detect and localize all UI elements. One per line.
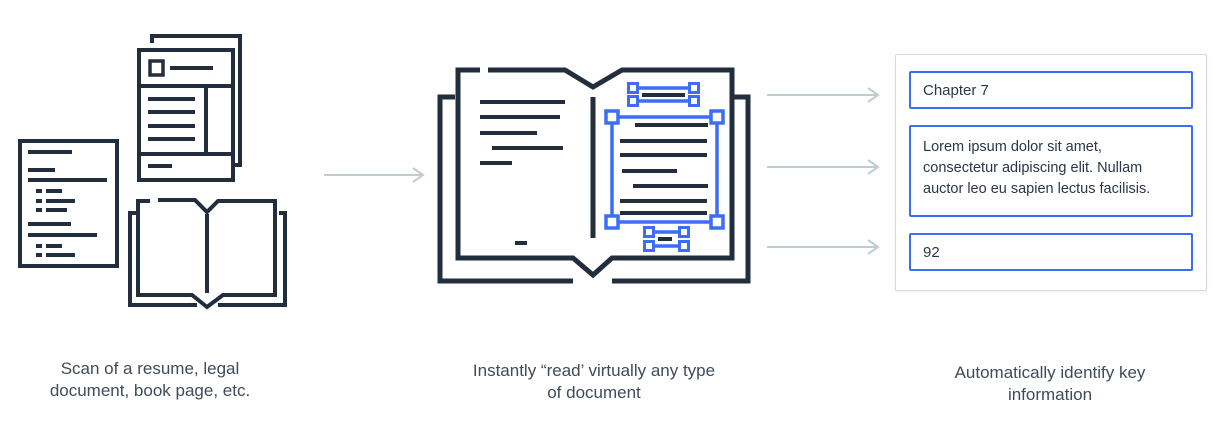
result-field-paragraph: Lorem ipsum dolor sit amet, consectetur … <box>909 125 1193 217</box>
arrow-right-icon <box>324 167 425 183</box>
open-book-scan-icon <box>437 67 751 284</box>
spacer <box>909 109 1193 125</box>
result-field-chapter: Chapter 7 <box>909 71 1193 109</box>
stage2-caption: Instantly “read’ virtually any type of d… <box>472 361 716 403</box>
legal-document-icon <box>18 139 119 268</box>
stage1-caption: Scan of a resume, legal document, book p… <box>49 359 251 401</box>
result-field-page-number: 92 <box>909 233 1193 271</box>
spacer <box>909 217 1193 233</box>
arrow-right-icon <box>767 159 880 175</box>
line-selection-top <box>627 82 700 107</box>
open-book-icon <box>128 198 287 310</box>
source-documents-icons <box>18 34 287 310</box>
arrow-right-icon <box>767 239 880 255</box>
stage3-caption: Automatically identify key information <box>954 363 1146 405</box>
results-panel: Chapter 7 Lorem ipsum dolor sit amet, co… <box>895 54 1207 291</box>
page-text-lines <box>480 100 565 245</box>
text-selection-box <box>604 109 725 230</box>
resume-document-icon <box>137 34 242 182</box>
arrow-right-icon <box>767 87 880 103</box>
line-selection-bottom <box>643 226 690 252</box>
